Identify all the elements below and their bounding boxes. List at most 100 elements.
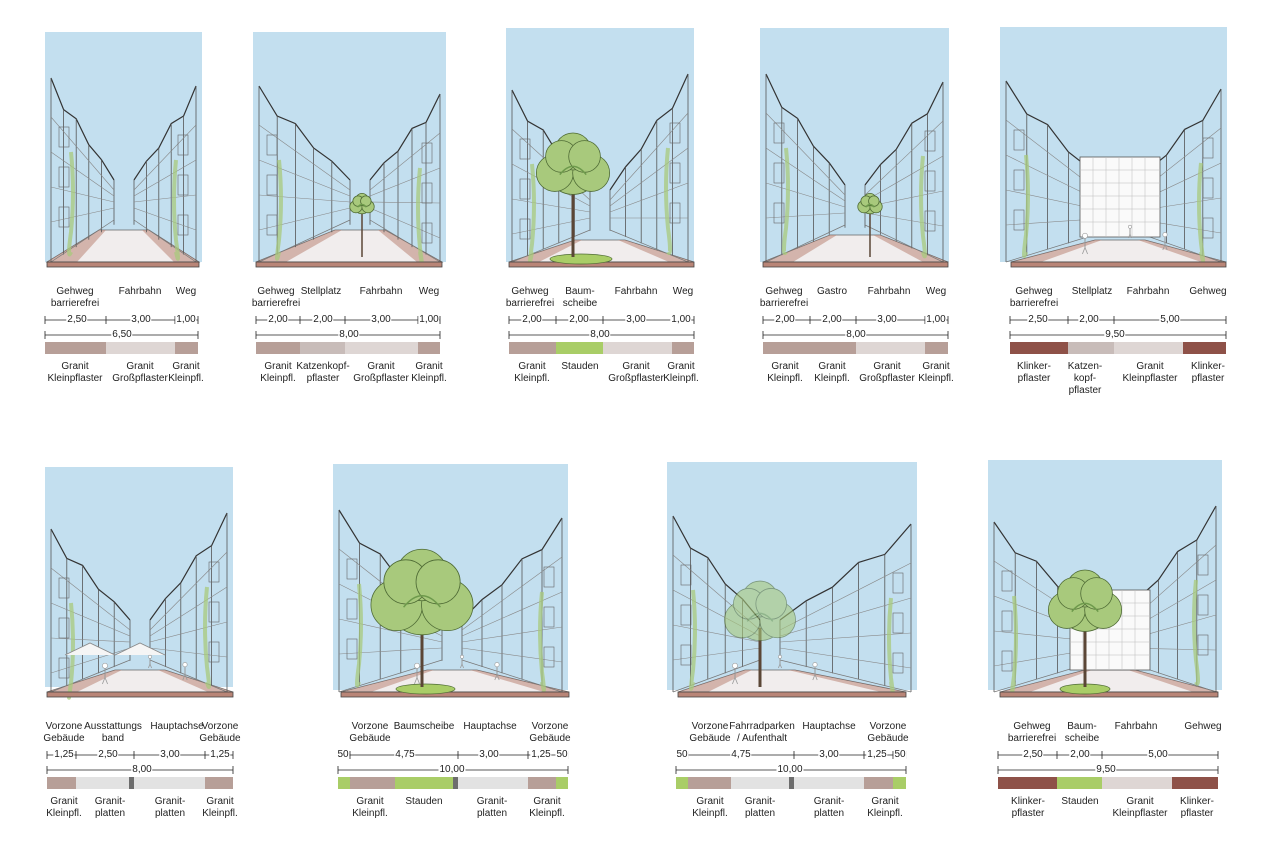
material-label: Katzenkopf- pflaster [296,361,350,384]
width-label: 2,00 [821,314,843,325]
width-label: 2,00 [312,314,334,325]
zone-label: Hauptachse [150,721,204,732]
material-label: Klinker- pflaster [1011,796,1045,819]
material-segment [395,777,453,789]
material-label: Granit Großpflaster [608,361,664,384]
material-segment [418,342,440,354]
width-label: 2,00 [267,314,289,325]
zone-label: Gehweg barrierefrei [759,286,809,309]
material-segment [556,777,568,789]
material-label: Granit Kleinpflaster [1122,361,1178,384]
width-label: 2,00 [1069,749,1091,760]
zone-label: Vorzone Gebäude [689,721,731,744]
material-segment [509,342,556,354]
zone-label: Fahrradparken / Aufenthalt [729,721,795,744]
zone-label: Gehweg barrierefrei [505,286,555,309]
zone-label: Baum- scheibe [1064,721,1100,744]
material-label: Granit- platten [813,796,845,819]
material-label: Granit Großpflaster [353,361,409,384]
zone-label: Fahrbahn [359,286,403,297]
material-label: Granit Kleinpfl. [411,361,447,384]
zone-label: Hauptachse [463,721,517,732]
material-segment [810,342,856,354]
material-label: Granit Kleinpfl. [767,361,803,384]
width-label: 3,00 [130,314,152,325]
material-segment [763,342,810,354]
material-segment [300,342,345,354]
zone-label: Fahrbahn [1126,286,1170,297]
section-panel-9 [988,460,1222,789]
material-label: Granit Kleinpfl. [867,796,903,819]
material-segment [1183,342,1226,354]
material-bar [509,342,694,354]
people-figures [1082,224,1168,255]
width-label: 1,25 [209,749,231,760]
material-label: Granit Kleinpfl. [168,361,204,384]
material-label: Stauden [561,361,599,372]
material-label: Granit Kleinpfl. [692,796,728,819]
width-label: 1,00 [670,314,692,325]
building-right [133,85,197,263]
ground-section [46,261,200,268]
people-figures [732,654,818,685]
material-label: Granit Kleinpflaster [47,361,103,384]
planting-bed [395,683,456,695]
total-width-label: 8,00 [589,329,611,340]
material-segment [731,777,789,789]
material-bar [256,342,440,354]
material-label: Klinker- pflaster [1180,796,1214,819]
material-label: Granit Kleinpfl. [814,361,850,384]
material-segment [676,777,688,789]
material-segment [175,342,198,354]
material-label: Granit Großpflaster [859,361,915,384]
building-left [258,85,351,263]
material-segment [998,777,1057,789]
width-label: 2,00 [774,314,796,325]
width-label: 1,00 [418,314,440,325]
zone-label: Weg [925,286,947,297]
ground-section [46,691,234,698]
sky-background [667,462,917,690]
zone-label: Ausstattungs band [84,721,142,744]
zone-label: Weg [418,286,440,297]
ground-section [340,691,570,698]
material-segment [556,342,603,354]
material-label: Granit Kleinpfl. [529,796,565,819]
material-label: Granit Kleinpfl. [352,796,388,819]
zone-label: Vorzone Gebäude [867,721,909,744]
width-label: 2,50 [97,749,119,760]
width-label: 50 [555,749,569,760]
material-label: Granit Kleinpfl. [918,361,954,384]
width-label: 3,00 [876,314,898,325]
material-segment [688,777,731,789]
street-tree [370,548,474,687]
material-label: Granit Kleinpflaster [1112,796,1168,819]
material-segment [856,342,925,354]
building-right [864,81,944,263]
zone-label: Baumscheibe [393,721,455,732]
material-segment [528,777,556,789]
street-tree [1047,569,1123,687]
zone-label: Vorzone Gebäude [199,721,241,744]
material-segment [1010,342,1068,354]
total-width-label: 8,00 [845,329,867,340]
zone-label: Gehweg barrierefrei [1009,286,1059,309]
material-segment [1114,342,1183,354]
material-segment [47,777,76,789]
width-label: 5,00 [1159,314,1181,325]
material-bar [47,777,233,789]
width-label: 2,50 [1027,314,1049,325]
material-segment [106,342,175,354]
section-panel-3 [506,28,695,354]
material-label: Granit- platten [154,796,186,819]
zone-label: Stellplatz [1071,286,1113,297]
material-label: Stauden [405,796,443,807]
section-panel-7 [333,464,570,789]
material-segment [893,777,906,789]
material-segment [338,777,350,789]
ground-section [762,261,949,268]
zone-label: Hauptachse [802,721,856,732]
width-label: 1,00 [175,314,197,325]
ground-section [255,261,443,268]
